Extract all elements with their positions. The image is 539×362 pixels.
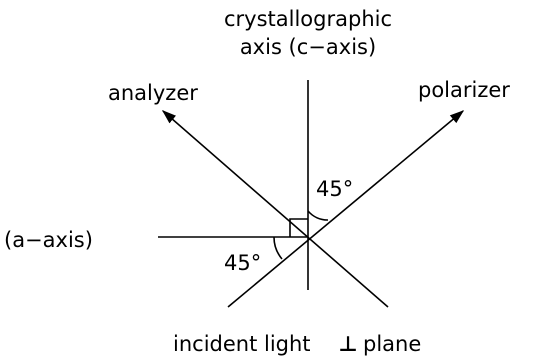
polarizer-axis-arrow (227, 110, 465, 308)
perpendicular-symbol-icon: ⊥ (338, 332, 357, 356)
c-axis-label-line1: crystallographic (224, 7, 392, 31)
upper-angle-arc (307, 210, 329, 221)
lower-angle-label: 45° (224, 251, 261, 275)
caption-incident-light: incident light (173, 332, 311, 356)
analyzer-label: analyzer (108, 81, 198, 105)
a-axis-label: (a−axis) (4, 228, 93, 252)
lower-angle-arc (273, 236, 283, 260)
c-axis-label-line2: axis (c−axis) (240, 35, 376, 59)
caption-plane: plane (363, 332, 421, 356)
right-angle-marker (289, 218, 308, 237)
upper-angle-label: 45° (316, 177, 353, 201)
analyzer-axis-arrow (161, 110, 389, 308)
polarizer-label: polarizer (418, 78, 510, 102)
